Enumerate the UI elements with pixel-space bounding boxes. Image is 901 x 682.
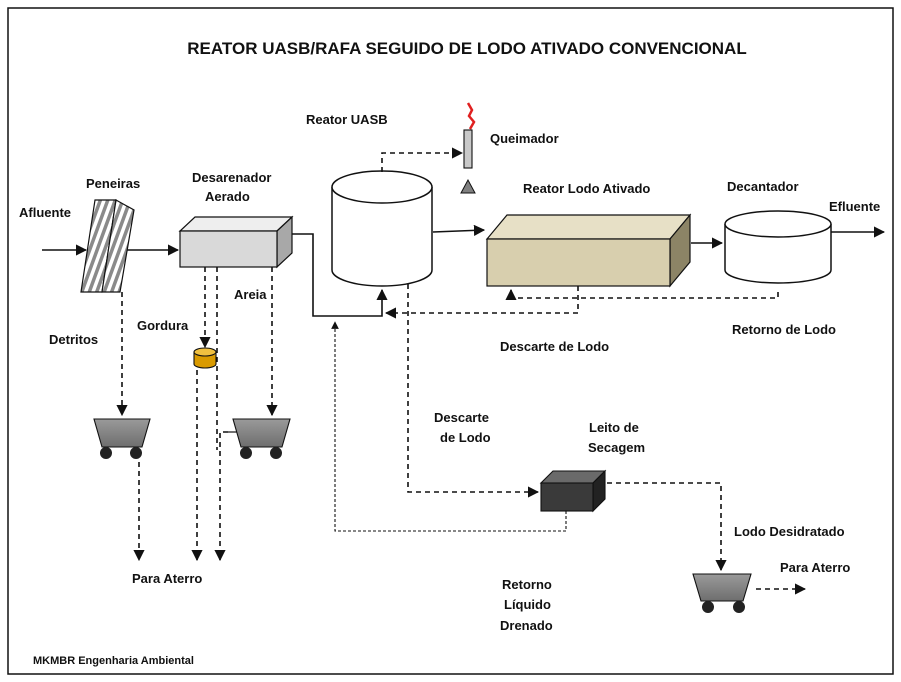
uasb-reactor-cylinder [331, 170, 433, 287]
label-afluente: Afluente [19, 205, 71, 220]
flow-sand-cart-to-landfill [214, 431, 228, 562]
label-retorno-liquido-2: Líquido [504, 597, 551, 612]
label-areia: Areia [234, 287, 267, 302]
label-descarte-de-lodo-2a: Descarte [434, 410, 489, 425]
label-reator-uasb: Reator UASB [306, 112, 388, 127]
label-detritos: Detritos [49, 332, 98, 347]
label-desarenador-2: Aerado [205, 189, 250, 204]
flow-dried-sludge-to-cart [607, 482, 727, 572]
label-retorno-de-lodo: Retorno de Lodo [732, 322, 836, 337]
cart-icon-areia [228, 418, 291, 459]
label-decantador: Decantador [727, 179, 799, 194]
label-peneiras: Peneiras [86, 176, 140, 191]
label-leito-1: Leito de [589, 420, 639, 435]
label-descarte-de-lodo-1: Descarte de Lodo [500, 339, 609, 354]
flow-sludge-return [505, 288, 779, 301]
cart-icon-lodo-desidratado [692, 573, 752, 613]
label-reator-lodo-ativado: Reator Lodo Ativado [523, 181, 650, 196]
flow-biogas-to-flare [381, 147, 464, 172]
label-lodo-desidratado: Lodo Desidratado [734, 524, 845, 539]
flow-drained-liquid-return [331, 321, 567, 532]
flow-grit-to-uasb [292, 233, 388, 317]
screen-icon [80, 199, 135, 293]
label-queimador: Queimador [490, 131, 559, 146]
flow-uasb-sludge-to-drying-bed [407, 284, 540, 498]
label-para-aterro-left: Para Aterro [132, 571, 202, 586]
flare-burner-icon [460, 102, 476, 194]
drying-bed-box [539, 469, 607, 513]
label-leito-2: Secagem [588, 440, 645, 455]
label-retorno-liquido-1: Retorno [502, 577, 552, 592]
cart-icon-detritos [93, 418, 151, 459]
label-efluente: Efluente [829, 199, 880, 214]
clarifier-cylinder [724, 210, 832, 284]
activated-sludge-reactor-box [485, 213, 692, 288]
label-gordura: Gordura [137, 318, 189, 333]
label-para-aterro-right: Para Aterro [780, 560, 850, 575]
diagram-title: REATOR UASB/RAFA SEGUIDO DE LODO ATIVADO… [187, 39, 746, 58]
label-retorno-liquido-3: Drenado [500, 618, 553, 633]
credit-text: MKMBR Engenharia Ambiental [33, 655, 194, 667]
grease-container-icon [193, 347, 217, 369]
label-desarenador-1: Desarenador [192, 170, 271, 185]
flow-uasb-to-activated-sludge [432, 224, 486, 236]
diagram-frame [7, 7, 894, 675]
grit-chamber-box [178, 215, 294, 269]
flow-activated-sludge-discard [384, 286, 579, 319]
label-descarte-de-lodo-2b: de Lodo [440, 430, 491, 445]
